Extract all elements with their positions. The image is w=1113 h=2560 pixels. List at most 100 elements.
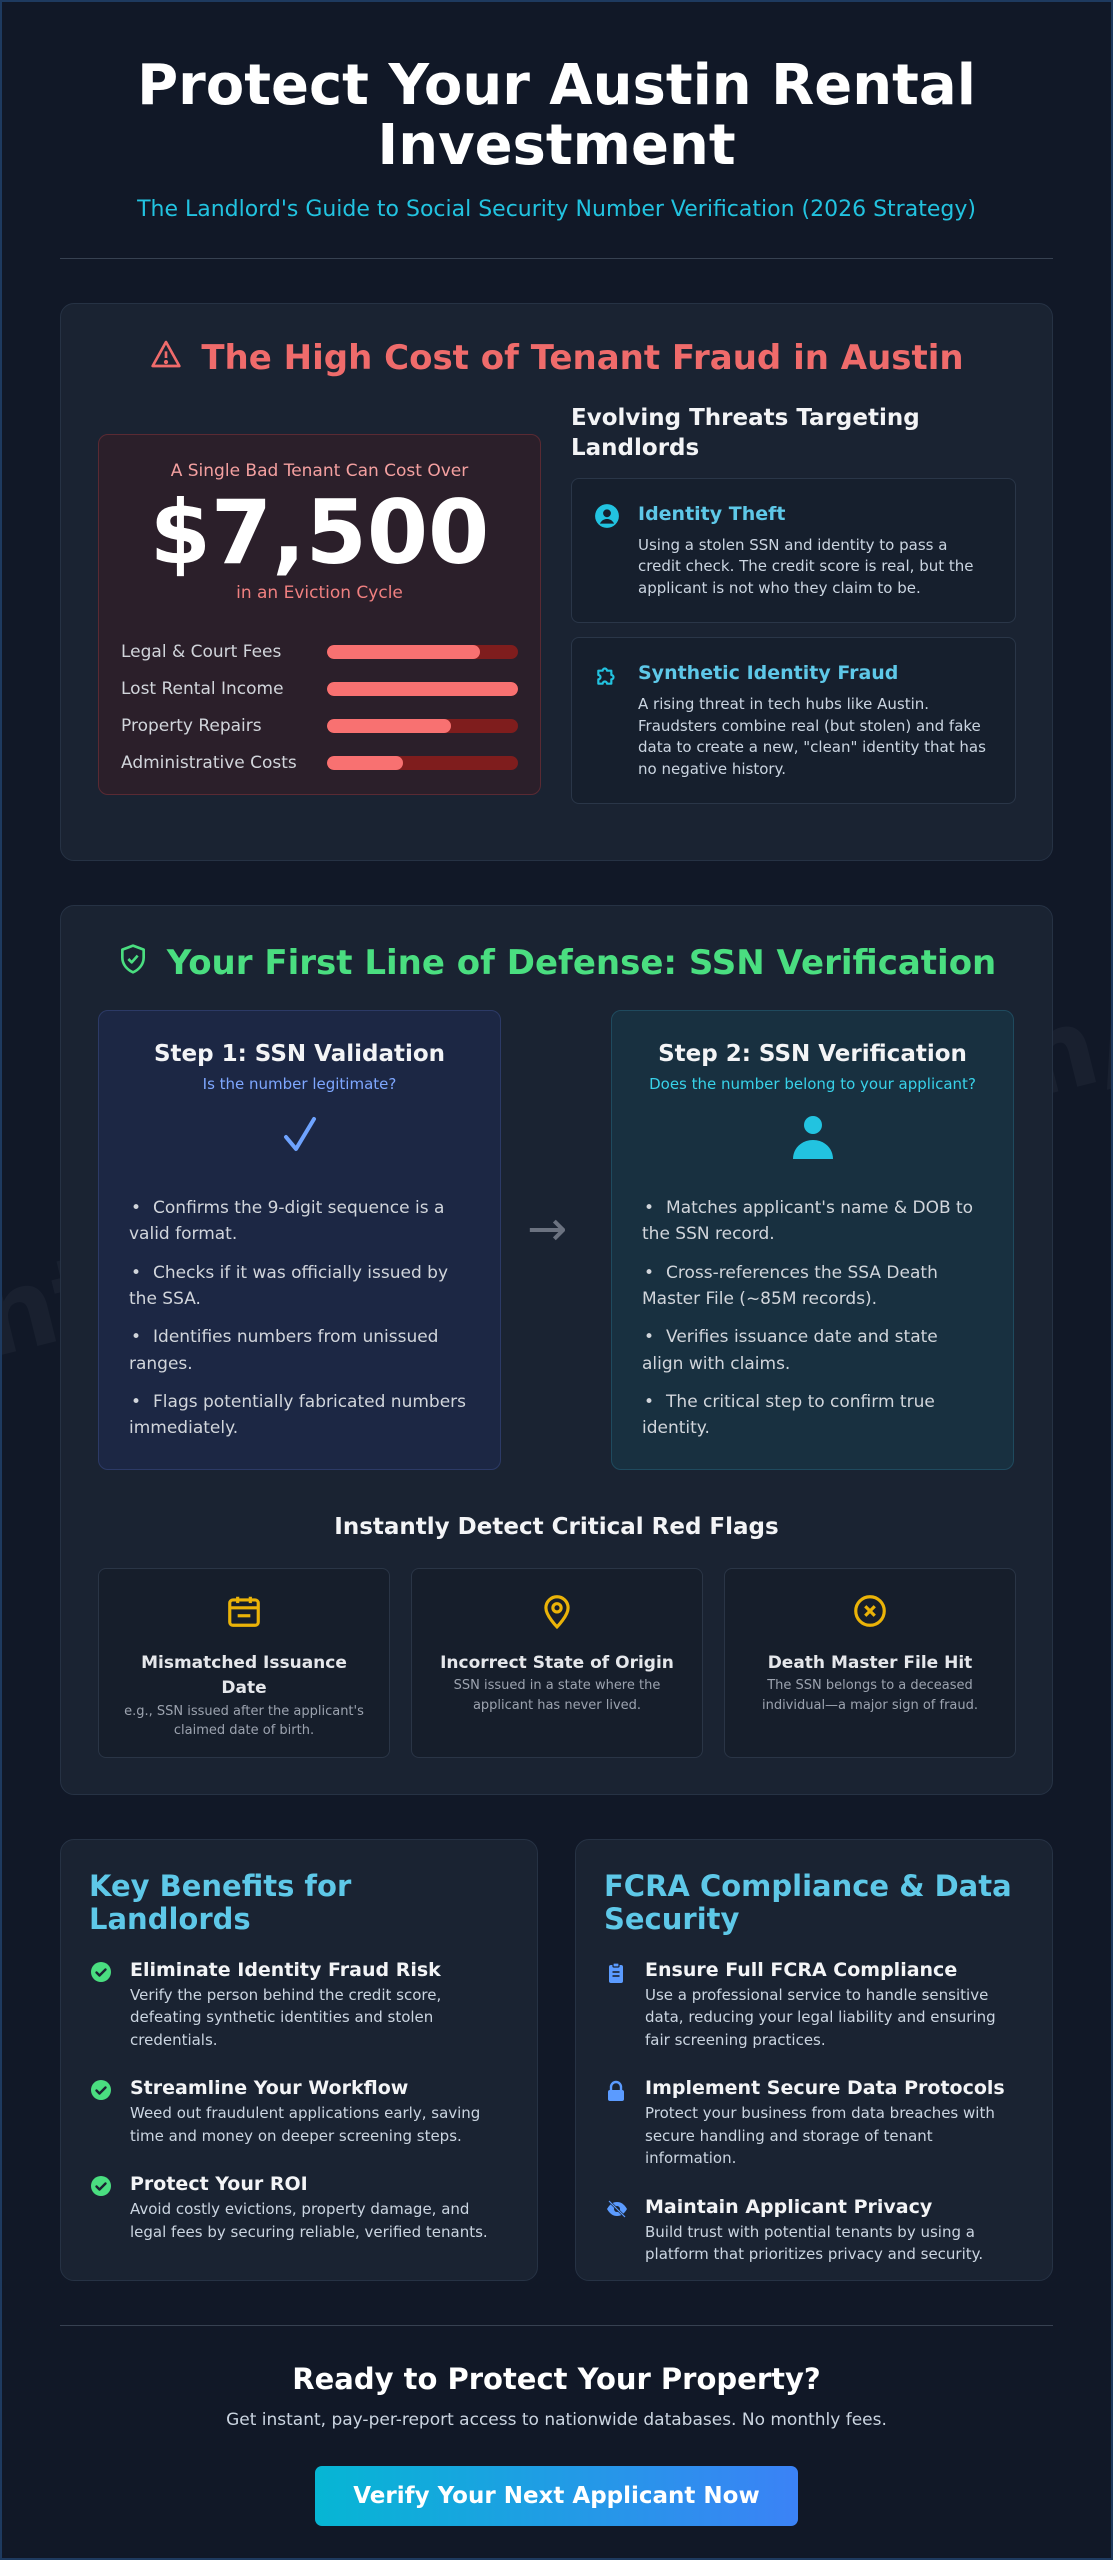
step-question: Is the number legitimate? (202, 1074, 397, 1093)
fraud-section-heading: The High Cost of Tenant Fraud in Austin (61, 304, 1052, 379)
cost-bar-label: Property Repairs (121, 715, 262, 736)
benefits-card: Key Benefits for Landlords Eliminate Ide… (60, 1838, 538, 2281)
step-question: Does the number belong to your applicant… (649, 1074, 976, 1093)
check-circle-icon (91, 2080, 111, 2104)
step-point: The critical step to confirm true identi… (642, 1389, 983, 1442)
step-point: Confirms the 9-digit sequence is a valid… (129, 1195, 470, 1248)
red-flag-description: SSN issued in a state where the applican… (453, 1678, 661, 1713)
step-point: Checks if it was officially issued by th… (129, 1260, 470, 1313)
compliance-card: FCRA Compliance & Data Security Ensure F… (575, 1838, 1053, 2281)
step-point: Verifies issuance date and state align w… (642, 1324, 983, 1377)
compliance-description: Use a professional service to handle sen… (645, 1985, 996, 2049)
shield-check-icon (117, 942, 149, 985)
compliance-title: Implement Secure Data Protocols (645, 2077, 1005, 2100)
check-circle-icon (91, 1961, 111, 1986)
cost-bar-track (327, 681, 518, 696)
cost-bar-fill (327, 755, 404, 770)
red-flags-heading: Instantly Detect Critical Red Flags (334, 1513, 779, 1540)
cost-bar-label: Administrative Costs (121, 752, 297, 773)
red-flag-title: Incorrect State of Origin (440, 1652, 674, 1673)
page-subtitle: The Landlord's Guide to Social Security … (137, 196, 976, 222)
puzzle-icon (594, 662, 620, 692)
step-points: Confirms the 9-digit sequence is a valid… (129, 1195, 470, 1442)
red-flag-title: Mismatched Issuance Date (141, 1652, 347, 1699)
defense-section-heading: Your First Line of Defense: SSN Verifica… (61, 906, 1052, 985)
benefit-item: Streamline Your Workflow Weed out fraudu… (89, 2077, 509, 2147)
red-flag-description: The SSN belongs to a deceased individual… (761, 1678, 979, 1713)
benefit-item: Protect Your ROI Avoid costly evictions,… (89, 2173, 509, 2243)
cost-bar-track (327, 755, 518, 770)
compliance-description: Build trust with potential tenants by us… (645, 2222, 984, 2264)
benefits-heading: Key Benefits for Landlords (89, 1868, 352, 1937)
compliance-title: Ensure Full FCRA Compliance (645, 1958, 958, 1981)
benefit-title: Protect Your ROI (130, 2173, 308, 2196)
cost-bar-row: Legal & Court Fees (121, 633, 518, 670)
verify-applicant-button[interactable]: Verify Your Next Applicant Now (315, 2465, 798, 2526)
divider (60, 257, 1053, 259)
threat-title: Identity Theft (638, 502, 786, 525)
threats-heading: Evolving Threats Targeting Landlords (571, 404, 920, 461)
compliance-description: Protect your business from data breaches… (645, 2104, 995, 2168)
cost-bar-label: Lost Rental Income (121, 678, 284, 699)
cost-bar-row: Administrative Costs (121, 744, 518, 781)
step-card-verification: Step 2: SSN Verification Does the number… (611, 1009, 1014, 1470)
clipboard-icon (606, 1962, 626, 1988)
threat-title: Synthetic Identity Fraud (638, 661, 899, 684)
step-title: Step 1: SSN Validation (153, 1040, 446, 1067)
user-circle-icon (594, 503, 620, 533)
compliance-item: Implement Secure Data Protocols Protect … (604, 2077, 1024, 2170)
person-icon (642, 1113, 983, 1173)
fraud-section-title: The High Cost of Tenant Fraud in Austin (201, 338, 964, 379)
map-pin-icon (538, 1595, 576, 1635)
benefit-description: Verify the person behind the credit scor… (130, 1985, 442, 2049)
cost-bar-row: Lost Rental Income (121, 670, 518, 707)
benefit-title: Eliminate Identity Fraud Risk (130, 1958, 441, 1981)
threat-description: Using a stolen SSN and identity to pass … (638, 535, 974, 598)
benefit-title: Streamline Your Workflow (130, 2077, 409, 2100)
step-point: Cross-references the SSA Death Master Fi… (642, 1260, 983, 1313)
lock-icon (606, 2080, 626, 2106)
x-circle-icon (851, 1595, 889, 1635)
cost-sub-text: in an Eviction Cycle (236, 583, 403, 604)
compliance-item: Maintain Applicant Privacy Build trust w… (604, 2196, 1024, 2266)
cost-bar-fill (327, 644, 480, 659)
page-header: Protect Your Austin Rental Investment Th… (60, 0, 1053, 222)
cta-text: Get instant, pay-per-report access to na… (226, 2409, 887, 2430)
compliance-heading: FCRA Compliance & Data Security (604, 1868, 1012, 1937)
red-flag-description: e.g., SSN issued after the applicant's c… (124, 1703, 364, 1739)
cost-bar-fill (327, 718, 452, 733)
check-circle-icon (91, 2176, 111, 2200)
checkmark-icon (129, 1113, 470, 1173)
cost-bar-label: Legal & Court Fees (121, 641, 282, 662)
step-card-validation: Step 1: SSN Validation Is the number leg… (98, 1009, 501, 1470)
eye-slash-icon (606, 2199, 628, 2223)
compliance-item: Ensure Full FCRA Compliance Use a profes… (604, 1959, 1024, 2052)
cost-amount: $7,500 (149, 480, 490, 584)
page-title: Protect Your Austin Rental Investment (137, 53, 976, 179)
benefit-item: Eliminate Identity Fraud Risk Verify the… (89, 1959, 509, 2052)
benefit-description: Weed out fraudulent applications early, … (130, 2104, 481, 2145)
red-flag-card: Incorrect State of Origin SSN issued in … (411, 1567, 703, 1758)
benefit-description: Avoid costly evictions, property damage,… (130, 2200, 488, 2241)
defense-section-title: Your First Line of Defense: SSN Verifica… (166, 943, 997, 984)
threat-description: A rising threat in tech hubs like Austin… (638, 694, 986, 779)
threat-card-synthetic-identity: Synthetic Identity Fraud A rising threat… (571, 636, 1016, 804)
divider (60, 2324, 1053, 2326)
cost-lead-text: A Single Bad Tenant Can Cost Over (170, 460, 469, 481)
cost-bar-track (327, 644, 518, 659)
calendar-icon (225, 1596, 263, 1635)
step-point: Identifies numbers from unissued ranges. (129, 1324, 470, 1377)
cost-box: A Single Bad Tenant Can Cost Over $7,500… (98, 433, 541, 795)
benefits-compliance-section: Key Benefits for Landlords Eliminate Ide… (60, 1838, 1053, 2281)
step-point: Flags potentially fabricated numbers imm… (129, 1389, 470, 1442)
threats-panel: Evolving Threats Targeting Landlords Ide… (571, 404, 1016, 804)
step-point: Matches applicant's name & DOB to the SS… (642, 1195, 983, 1248)
cost-bar-track (327, 718, 518, 733)
defense-section: Your First Line of Defense: SSN Verifica… (60, 904, 1053, 1795)
cta-heading: Ready to Protect Your Property? (292, 2361, 821, 2396)
cost-bar-fill (327, 681, 518, 696)
arrow-right-icon: → (527, 1200, 568, 1257)
step-points: Matches applicant's name & DOB to the SS… (642, 1195, 983, 1442)
fraud-cost-section: The High Cost of Tenant Fraud in Austin … (60, 302, 1053, 861)
cost-breakdown-bars: Legal & Court Fees Lost Rental Income Pr… (99, 633, 540, 781)
